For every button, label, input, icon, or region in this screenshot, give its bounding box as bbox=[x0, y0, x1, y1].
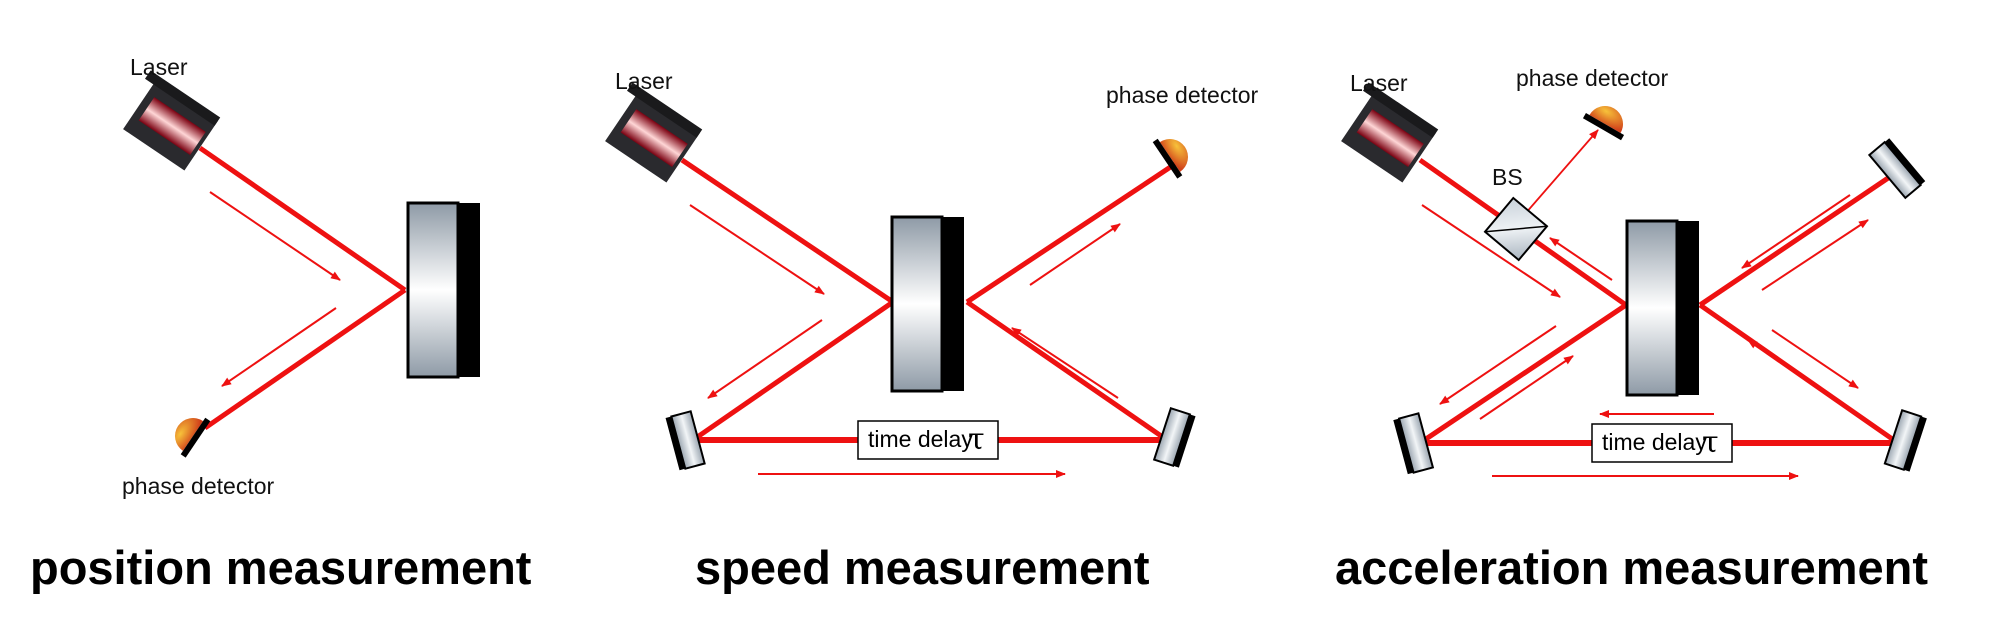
direction-arrow bbox=[1747, 339, 1846, 406]
phase-detector-icon bbox=[1582, 106, 1625, 141]
target-mirror bbox=[890, 215, 964, 393]
laser-icon bbox=[1341, 82, 1439, 183]
direction-arrow bbox=[221, 307, 337, 387]
direction-arrow bbox=[1421, 204, 1561, 298]
detector-label: phase detector bbox=[122, 473, 275, 499]
tau-symbol: τ bbox=[968, 422, 985, 457]
direction-arrow bbox=[689, 204, 825, 295]
direction-arrow bbox=[1479, 355, 1574, 420]
direction-arrow bbox=[1029, 223, 1121, 286]
beam-incident bbox=[198, 145, 407, 293]
panel-title: speed measurement bbox=[695, 541, 1150, 594]
beamsplitter-label: BS bbox=[1492, 164, 1523, 190]
beam-splitter-icon bbox=[1483, 196, 1549, 262]
direction-arrow bbox=[209, 191, 341, 281]
direction-arrow bbox=[1741, 194, 1851, 269]
beam-to-left-mirror bbox=[1418, 302, 1628, 446]
delay-mirror-right bbox=[1152, 406, 1196, 468]
beam-from-right-mirror bbox=[965, 299, 1169, 443]
beam-to-left-mirror bbox=[691, 299, 895, 443]
delay-mirror-left bbox=[1393, 412, 1435, 475]
beam-to-detector bbox=[965, 161, 1177, 305]
delay-mirror-right bbox=[1883, 409, 1927, 472]
time-delay-box: time delay τ bbox=[1591, 423, 1733, 463]
panel-title: acceleration measurement bbox=[1335, 541, 1928, 594]
direction-arrow bbox=[1439, 325, 1557, 405]
beam-incident bbox=[680, 157, 895, 305]
delay-mirror-left bbox=[665, 410, 706, 471]
time-delay-box: time delay τ bbox=[857, 420, 999, 460]
beam-to-top-mirror bbox=[1698, 167, 1902, 308]
direction-arrow bbox=[707, 319, 823, 399]
direction-arrow bbox=[1761, 219, 1869, 291]
return-mirror-top bbox=[1867, 138, 1926, 200]
detector-label: phase detector bbox=[1516, 65, 1669, 91]
detector-label: phase detector bbox=[1106, 82, 1259, 108]
beam-reflected bbox=[203, 287, 407, 431]
target-mirror bbox=[406, 201, 480, 379]
time-delay-label: time delay bbox=[1602, 429, 1707, 455]
panel-acceleration: BS time delay τ Laser bbox=[1335, 65, 1928, 594]
laser-label: Laser bbox=[615, 68, 673, 94]
panel-position: Laser phase detector position measuremen… bbox=[30, 54, 532, 594]
direction-arrow bbox=[1549, 237, 1613, 281]
panel-speed: time delay τ Laser phase detector speed … bbox=[605, 68, 1259, 594]
laser-icon bbox=[605, 82, 703, 183]
laser-icon bbox=[123, 70, 221, 171]
direction-arrow bbox=[1011, 327, 1119, 399]
phase-detector-icon bbox=[175, 417, 211, 458]
direction-arrow bbox=[1771, 329, 1859, 389]
phase-detector-icon bbox=[1152, 138, 1188, 179]
tau-symbol: τ bbox=[1702, 425, 1719, 460]
time-delay-label: time delay bbox=[868, 426, 973, 452]
panel-title: position measurement bbox=[30, 541, 532, 594]
beam-to-detector bbox=[1517, 129, 1599, 223]
laser-label: Laser bbox=[130, 54, 188, 80]
target-mirror bbox=[1625, 219, 1699, 397]
laser-label: Laser bbox=[1350, 70, 1408, 96]
